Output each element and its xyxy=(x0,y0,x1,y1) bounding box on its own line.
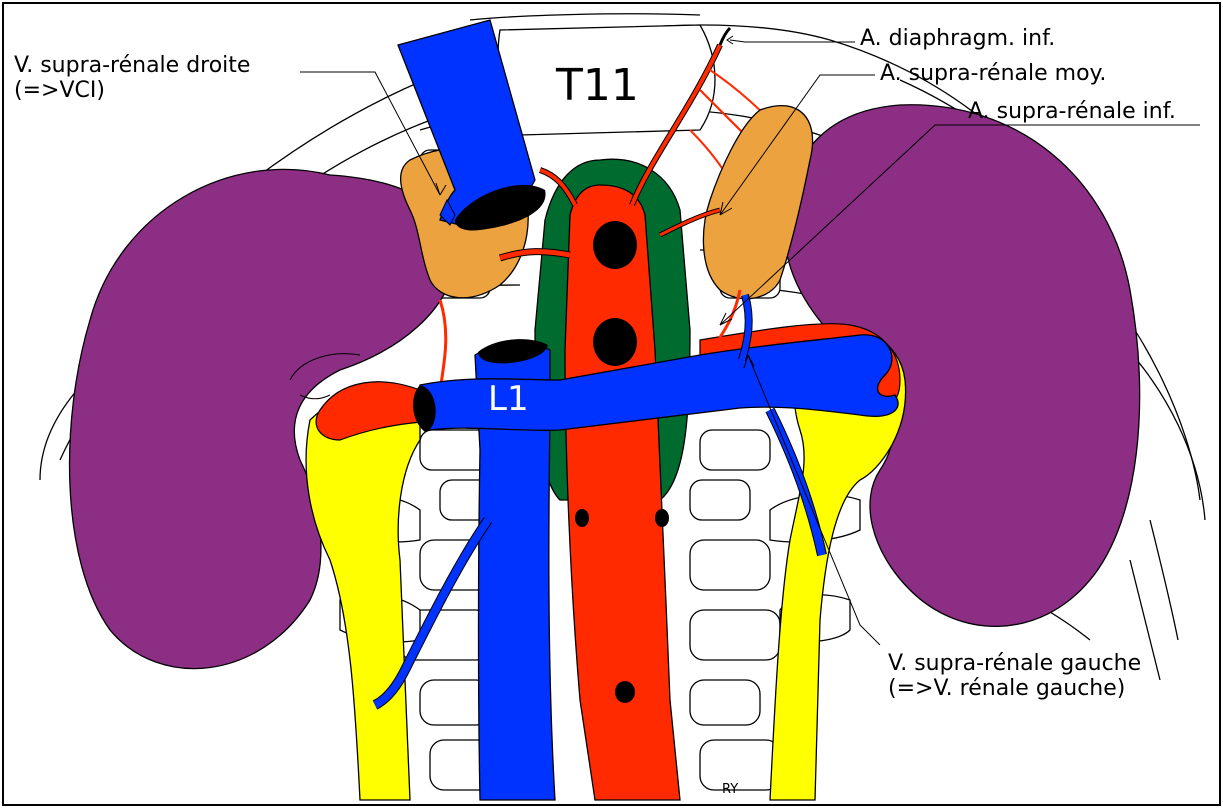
label-a-suprarenale-inf: A. supra-rénale inf. xyxy=(968,99,1176,124)
label-vertebra-t11: T11 xyxy=(555,60,639,111)
label-a-diaphragm-inf: A. diaphragm. inf. xyxy=(860,26,1055,51)
label-v-suprarenale-droite-sub: (=>VCI) xyxy=(14,78,105,103)
ima-ostium xyxy=(615,681,635,703)
label-vertebra-l1: L1 xyxy=(488,379,529,419)
sma-ostium xyxy=(593,318,637,366)
label-v-suprarenale-droite: V. supra-rénale droite xyxy=(14,53,250,78)
artist-signature: RY xyxy=(722,782,738,797)
celiac-trunk-ostium xyxy=(593,221,637,269)
label-v-suprarenale-gauche: V. supra-rénale gauche xyxy=(888,651,1141,676)
lumbar-ostium-2 xyxy=(655,509,669,527)
label-v-suprarenale-gauche-sub: (=>V. rénale gauche) xyxy=(888,676,1125,701)
label-a-suprarenale-moy: A. supra-rénale moy. xyxy=(880,61,1106,86)
lumbar-ostium-1 xyxy=(575,509,589,527)
